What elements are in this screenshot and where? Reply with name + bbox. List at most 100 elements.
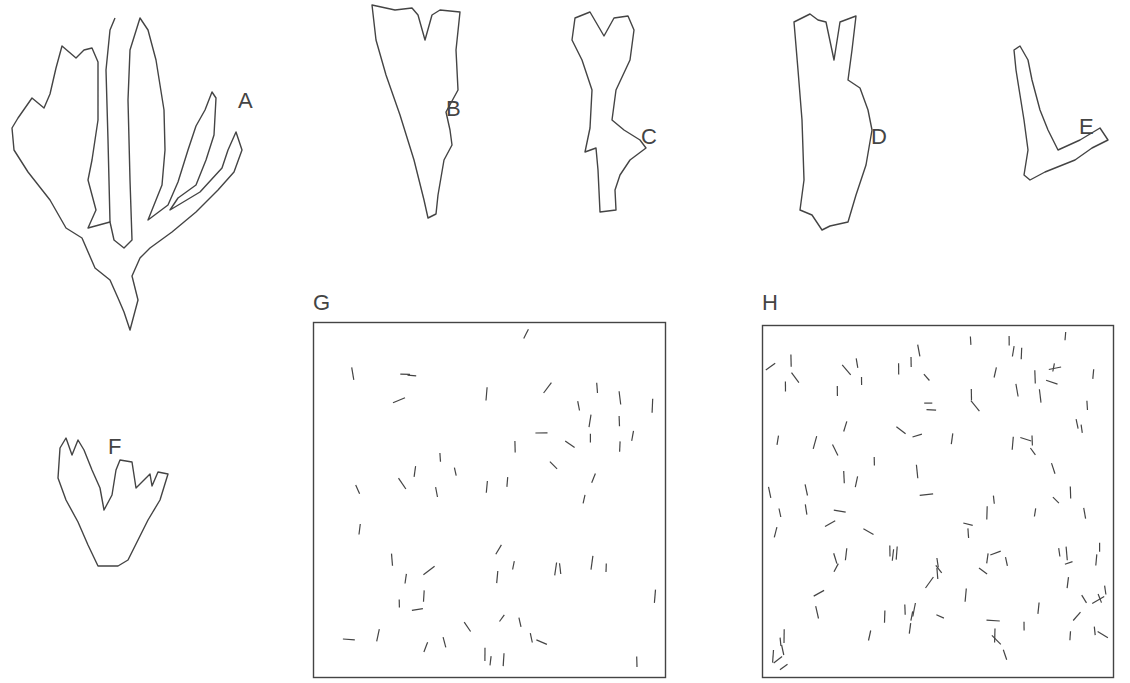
- spicule-mark: [833, 445, 838, 456]
- spicule-mark: [774, 657, 782, 663]
- spicule-mark: [992, 635, 1001, 644]
- spicule-mark: [1053, 497, 1059, 503]
- spicule-mark: [423, 590, 425, 601]
- spicule-mark: [990, 551, 1000, 555]
- spicule-mark: [536, 640, 547, 645]
- spicule-mark: [1067, 577, 1068, 588]
- spicule-mark: [1098, 632, 1108, 638]
- spicule-mark: [352, 367, 354, 379]
- spicule-mark: [405, 574, 406, 584]
- figure-letter: F: [108, 436, 121, 458]
- spicule-mark: [377, 629, 380, 641]
- spicule-mark: [766, 363, 775, 370]
- spicule-mark: [986, 506, 988, 519]
- spicule-mark: [535, 432, 547, 433]
- spicule-mark: [916, 465, 917, 479]
- spicule-mark: [565, 441, 574, 448]
- spicule-mark: [1052, 463, 1056, 474]
- figure-letter: G: [313, 292, 330, 314]
- spicule-mark: [436, 487, 438, 497]
- spicule-mark: [1105, 586, 1106, 595]
- spicule-mark: [963, 523, 972, 525]
- spicule-mark: [399, 478, 406, 489]
- spicule-mark: [1070, 487, 1072, 499]
- fragment-outline-a: [12, 18, 242, 330]
- spicule-mark: [619, 441, 621, 451]
- spicule-mark: [651, 399, 653, 413]
- spicule-mark: [892, 549, 893, 561]
- spicule-mark: [918, 345, 920, 357]
- spicule-mark: [486, 387, 487, 400]
- spicule-mark: [994, 629, 996, 643]
- spicule-mark: [484, 648, 485, 661]
- spicule-mark: [816, 606, 819, 618]
- spicule-mark: [924, 374, 930, 380]
- spicule-mark: [519, 618, 521, 627]
- spicule-mark: [813, 436, 817, 449]
- spicule-mark: [1092, 597, 1104, 604]
- figure-letter: H: [762, 292, 778, 314]
- fragment-outline-e: [1014, 46, 1108, 180]
- spicule-mark: [834, 510, 846, 512]
- spicule-mark: [412, 609, 423, 611]
- figure-letter: D: [871, 126, 887, 148]
- spicule-mark: [636, 657, 637, 667]
- spicule-mark: [927, 409, 937, 411]
- spicule-mark: [967, 528, 969, 538]
- spicule-mark: [1020, 438, 1031, 442]
- spicule-mark: [1099, 543, 1100, 552]
- spicule-mark: [591, 556, 593, 570]
- spicule-mark: [530, 633, 532, 642]
- spicule-mark: [814, 590, 824, 596]
- spicule-mark: [837, 386, 838, 396]
- spicule-mark: [1006, 557, 1008, 566]
- spicule-mark: [913, 603, 916, 617]
- spicule-mark: [423, 566, 434, 575]
- spicule-mark: [392, 554, 393, 566]
- spicule-mark: [1046, 380, 1057, 384]
- spicule-mark: [993, 496, 995, 504]
- spicule-mark: [769, 487, 771, 498]
- spicule-mark: [937, 558, 938, 567]
- spicule-mark: [443, 637, 446, 647]
- spicule-mark: [619, 391, 621, 404]
- spicule-mark: [1076, 419, 1078, 429]
- spicule-mark: [1049, 367, 1061, 370]
- spicule-mark: [845, 548, 846, 560]
- spicule-mark: [1012, 437, 1013, 450]
- spicule-mark: [514, 441, 515, 453]
- spicule-mark: [825, 521, 835, 527]
- spicule-mark: [777, 436, 779, 445]
- spicule-mark: [454, 468, 456, 476]
- spicule-mark: [524, 329, 529, 338]
- fragment-outline-c: [572, 12, 646, 212]
- spicule-mark: [592, 474, 596, 483]
- spicule-mark: [1094, 627, 1096, 636]
- spicule-mark: [856, 358, 858, 368]
- spicule-mark: [1053, 363, 1055, 371]
- spicule-mark: [1064, 332, 1066, 340]
- spicule-mark: [936, 568, 938, 579]
- spicule-mark: [560, 563, 561, 574]
- spicule-mark: [779, 638, 781, 646]
- spicule-mark: [790, 354, 791, 366]
- spicule-mark: [408, 375, 417, 377]
- spicule-mark: [779, 509, 781, 518]
- spicule-mark: [772, 650, 774, 663]
- spicule-mark: [550, 462, 557, 469]
- spicule-mark: [356, 485, 360, 494]
- spicule-mark: [970, 337, 972, 345]
- spicule-mark: [1082, 595, 1087, 603]
- spicule-mark: [393, 398, 405, 403]
- spicule-mark: [1030, 448, 1035, 455]
- spicule-mark: [842, 365, 851, 375]
- spicule-mark: [1039, 389, 1041, 402]
- quadrat-box: [314, 323, 666, 678]
- spicule-mark: [399, 599, 400, 607]
- spicule-mark: [589, 415, 591, 428]
- spicule-mark: [834, 564, 838, 572]
- spicule-mark: [1092, 369, 1094, 379]
- spicule-mark: [496, 545, 502, 554]
- spicule-mark: [861, 377, 862, 385]
